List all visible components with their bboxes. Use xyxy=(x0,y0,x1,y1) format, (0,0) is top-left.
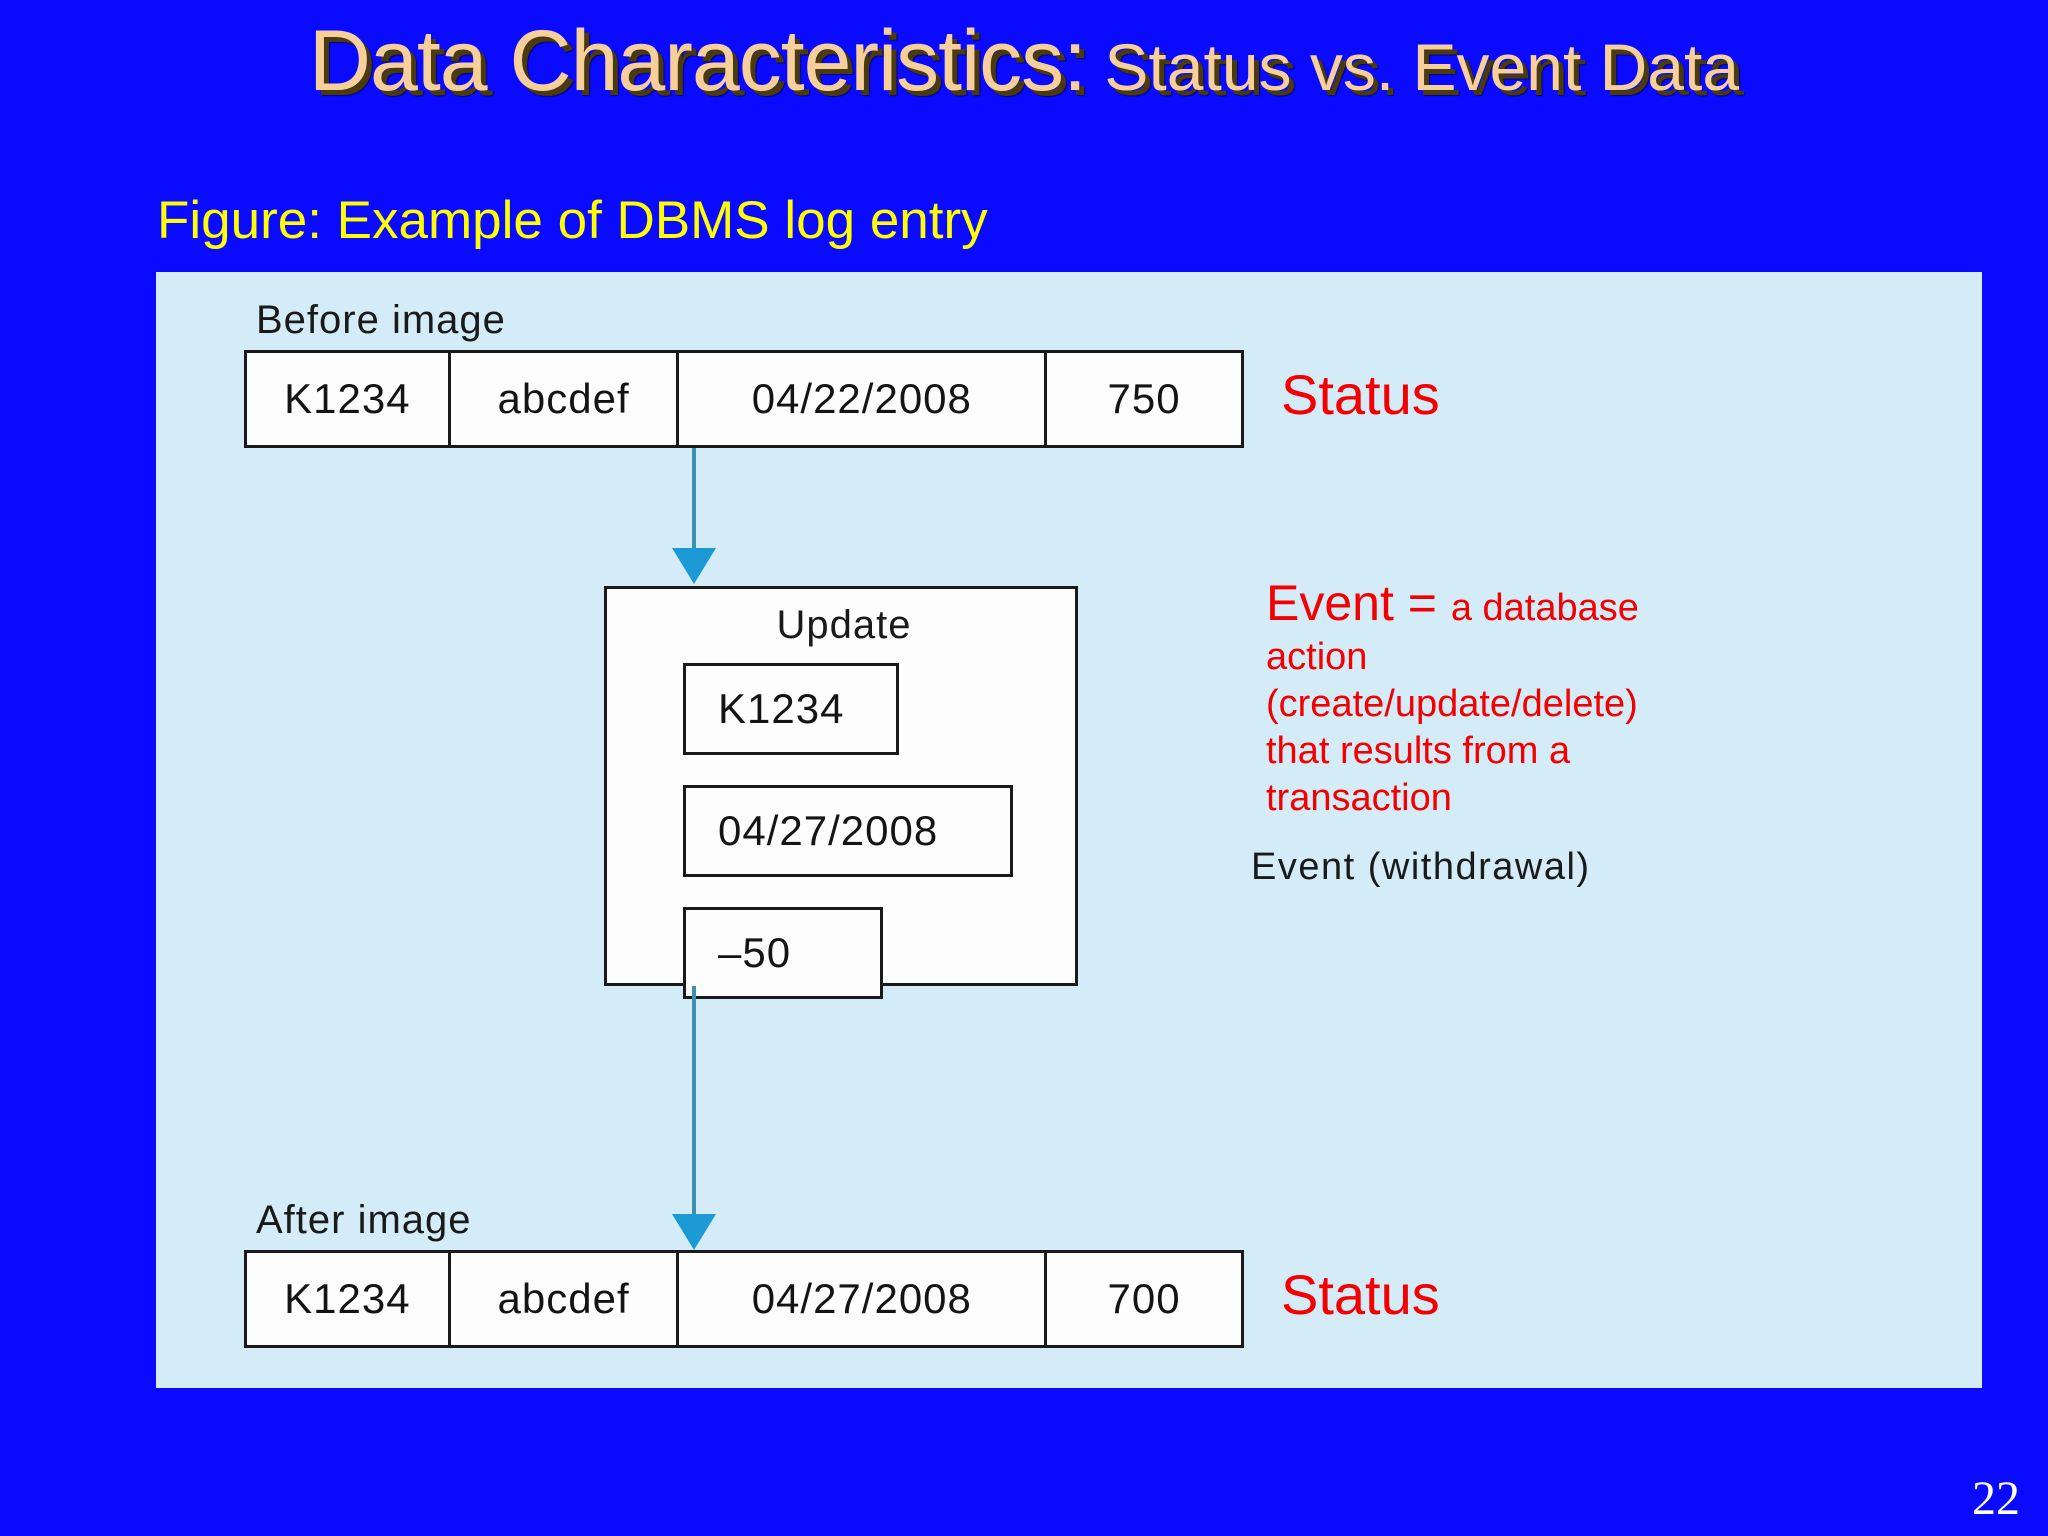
before-image-label: Before image xyxy=(256,298,506,342)
arrow-down-bottom xyxy=(672,986,716,1250)
status-badge-after: Status xyxy=(1281,1263,1440,1326)
status-badge-before: Status xyxy=(1281,363,1440,426)
before-cell-date: 04/22/2008 xyxy=(679,353,1048,445)
before-cell-amount: 750 xyxy=(1107,375,1181,422)
update-field-key: K1234 xyxy=(683,663,899,755)
before-cell-key: K1234 xyxy=(247,353,451,445)
title-main: Data Characteristics: xyxy=(308,13,1087,109)
after-image-label: After image xyxy=(256,1198,472,1242)
page-title: Data Characteristics: Status vs. Event D… xyxy=(0,18,2048,104)
after-cell-key: K1234 xyxy=(247,1253,451,1345)
after-cell-name: abcdef xyxy=(451,1253,680,1345)
before-cell-name: abcdef xyxy=(451,353,680,445)
update-field-amount: –50 xyxy=(683,907,883,999)
figure-panel: Before image K1234 abcdef 04/22/2008 750… xyxy=(156,272,1982,1388)
page-number: 22 xyxy=(1972,1472,2020,1525)
update-field-date: 04/27/2008 xyxy=(683,785,1013,877)
before-image-row: K1234 abcdef 04/22/2008 750 xyxy=(244,350,1244,448)
update-box-title: Update xyxy=(776,603,912,647)
event-note-lead: Event = xyxy=(1266,575,1451,631)
arrow-down-top xyxy=(672,448,716,584)
title-sub: Status vs. Event Data xyxy=(1086,30,1740,104)
event-withdrawal-caption: Event (withdrawal) xyxy=(1251,846,1591,888)
figure-caption: Figure: Example of DBMS log entry xyxy=(157,191,988,250)
event-definition-note: Event = a database action (create/update… xyxy=(1266,572,1696,822)
after-cell-amount: 700 xyxy=(1107,1275,1181,1322)
after-cell-date: 04/27/2008 xyxy=(679,1253,1048,1345)
event-note-body: a database action (create/update/delete)… xyxy=(1266,587,1639,820)
update-box: Update K1234 04/27/2008 –50 xyxy=(604,586,1078,999)
after-image-row: K1234 abcdef 04/27/2008 700 xyxy=(244,1250,1244,1348)
